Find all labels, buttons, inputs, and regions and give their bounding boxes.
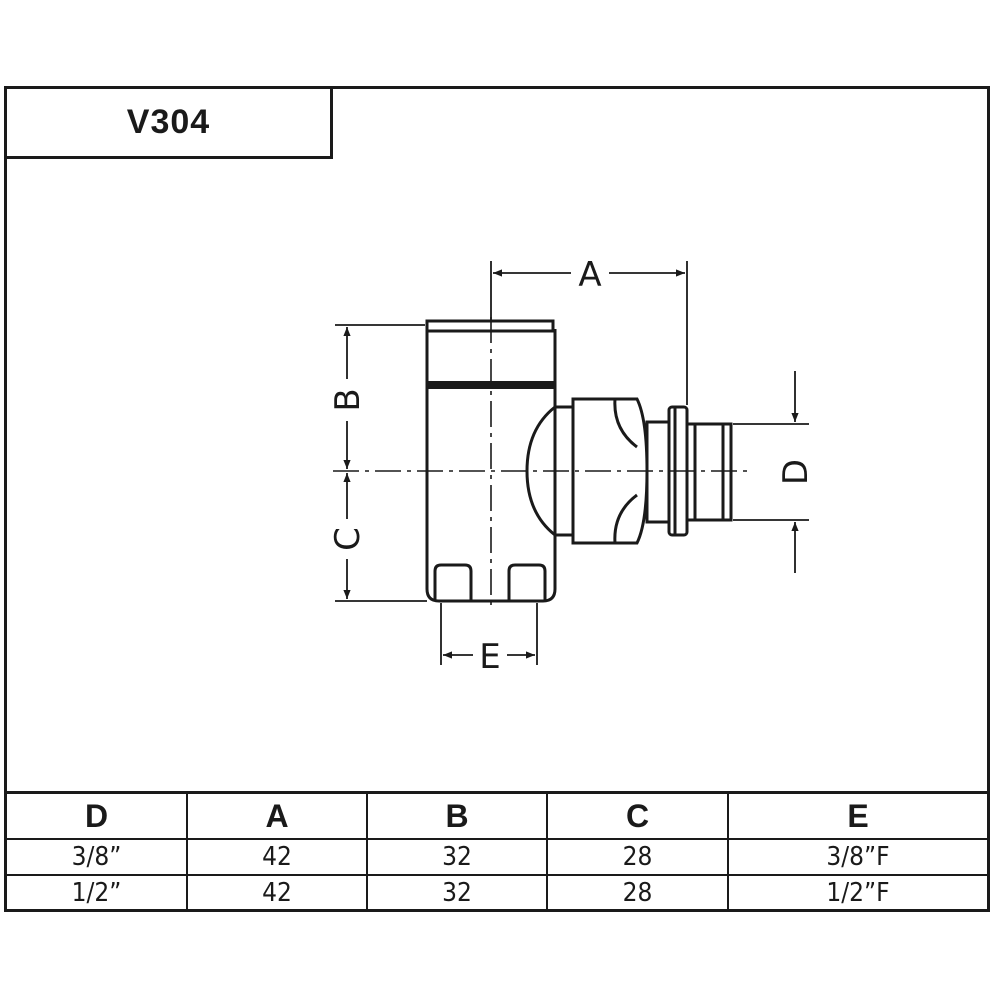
table-cell: 32 [366,874,548,910]
table-cell: 42 [186,874,368,910]
valve-technical-drawing: A B C E D [328,255,816,677]
table-cell: 1/2” [7,874,188,910]
product-code: V304 [126,103,211,141]
bottom-flat-right [507,563,547,601]
bottom-flat-left [433,563,473,601]
table-header-row: D A B C E [7,791,987,840]
table-cell: 42 [186,838,368,876]
valve-body [425,319,733,603]
dimensions-table: D A B C E 3/8” 42 32 28 3/8”F 1/2” 42 32… [7,791,987,910]
dim-label-e: E [479,637,500,677]
table-cell: 3/8” [7,838,188,876]
nut-flat-top [613,398,638,449]
title-box: V304 [7,89,333,159]
dimension-lines [343,269,799,659]
male-thread [685,422,733,522]
center-lines [333,317,747,605]
nut-neck [645,420,671,524]
nut-flat-bottom [613,493,638,544]
table-header-cell: B [366,791,548,840]
extension-lines [335,261,809,665]
table-cell: 3/8”F [727,838,987,876]
table-row: 3/8” 42 32 28 3/8”F [7,838,987,876]
table-cell: 28 [546,838,729,876]
table-row: 1/2” 42 32 28 1/2”F [7,874,987,910]
dimension-labels: A B C E D [328,255,816,677]
dim-label-b: B [328,388,368,411]
top-thread-band [425,319,555,333]
dim-label-a: A [578,255,601,295]
table-header-cell: D [7,791,188,840]
table-cell: 28 [546,874,729,910]
table-header-cell: C [546,791,729,840]
table-cell: 32 [366,838,548,876]
dim-label-c: C [328,527,368,551]
dim-label-d: D [776,459,816,485]
table-header-cell: E [727,791,987,840]
table-header-cell: A [186,791,368,840]
drawing-sheet: V304 [4,86,990,912]
table-cell: 1/2”F [727,874,987,910]
